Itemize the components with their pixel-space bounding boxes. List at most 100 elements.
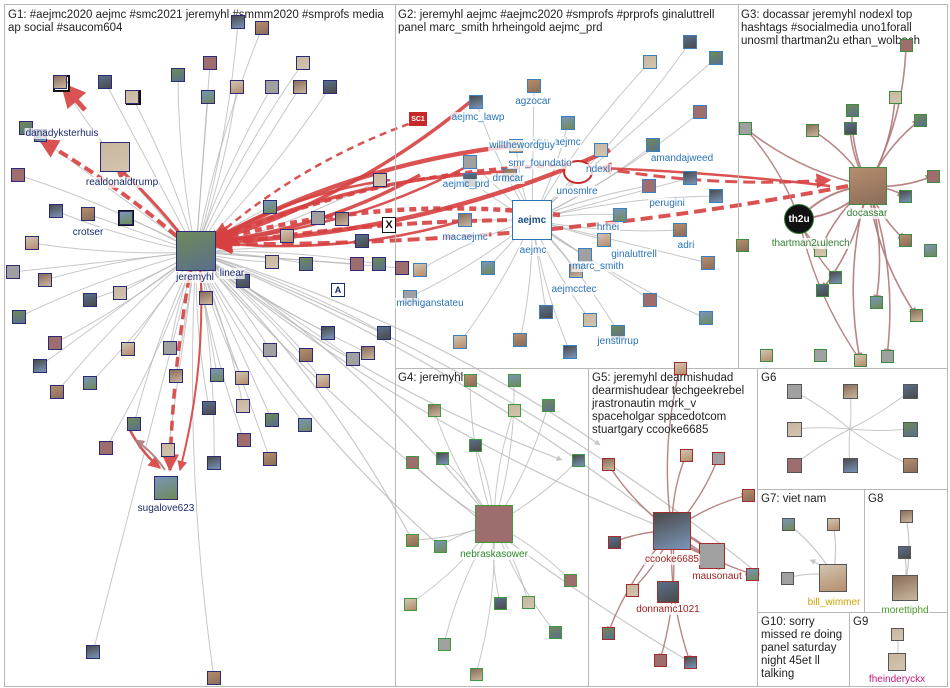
node-avatar[interactable] — [38, 273, 52, 287]
node-label-michiganstateu[interactable]: michiganstateu — [395, 298, 465, 309]
node-avatar[interactable] — [683, 35, 697, 49]
node-avatar[interactable] — [578, 248, 592, 262]
node-avatar[interactable] — [642, 179, 656, 193]
node-avatar[interactable] — [826, 517, 840, 531]
node-avatar[interactable] — [709, 189, 723, 203]
node-avatar[interactable] — [843, 121, 857, 135]
node-avatar[interactable] — [541, 398, 555, 412]
node-avatar[interactable] — [299, 348, 313, 362]
node-label-hrheingold[interactable]: hrhei — [595, 222, 621, 233]
node-label-aejmc[interactable]: aejmc — [518, 245, 548, 256]
node-avatar[interactable] — [453, 335, 467, 349]
node-label-aejmc-prd[interactable]: aejmc_prd — [441, 179, 491, 190]
node-avatar[interactable] — [613, 208, 627, 222]
node-label-ccooke6685[interactable]: ccooke6685 — [644, 554, 700, 565]
node-avatar[interactable] — [741, 488, 755, 502]
node-avatar[interactable] — [571, 453, 585, 467]
node-avatar[interactable] — [853, 353, 867, 367]
node-avatar[interactable] — [355, 234, 369, 248]
node-avatar[interactable] — [759, 348, 773, 362]
node-avatar[interactable] — [230, 80, 244, 94]
node-avatar[interactable] — [395, 261, 409, 275]
node-avatar[interactable] — [361, 346, 375, 360]
node-label-donnamc1021[interactable]: donnamc1021 — [635, 604, 701, 615]
node-avatar[interactable] — [433, 539, 447, 553]
node-avatar[interactable] — [923, 243, 937, 257]
node-avatar[interactable] — [561, 116, 575, 130]
node-avatar[interactable] — [263, 200, 277, 214]
node-label-smr-foundation[interactable]: smr_foundatio — [507, 158, 573, 169]
node-avatar[interactable] — [236, 399, 250, 413]
node-avatar[interactable] — [316, 374, 330, 388]
node-avatar[interactable] — [202, 401, 216, 415]
node-avatar[interactable] — [597, 233, 611, 247]
node-avatar[interactable] — [786, 421, 802, 437]
node-avatar[interactable] — [163, 341, 177, 355]
node-avatar[interactable] — [53, 75, 67, 89]
node-avatar[interactable] — [643, 55, 657, 69]
node-avatar[interactable] — [683, 171, 697, 185]
node-label-macaejmc[interactable]: macaejmc — [441, 232, 489, 243]
node-avatar[interactable] — [203, 56, 217, 70]
node-label-agzocar[interactable]: agzocar — [514, 96, 552, 107]
node-avatar[interactable] — [413, 263, 427, 277]
node-avatar[interactable] — [171, 68, 185, 82]
node-avatar[interactable] — [880, 349, 894, 363]
node-avatar[interactable] — [563, 345, 577, 359]
node-avatar[interactable] — [699, 311, 713, 325]
x-logo-node[interactable]: X — [382, 217, 396, 233]
node-avatar[interactable] — [263, 452, 277, 466]
node-avatar[interactable] — [897, 545, 911, 559]
node-avatar[interactable] — [296, 56, 310, 70]
node-avatar[interactable] — [49, 204, 63, 218]
node-label-linear[interactable]: linear — [218, 268, 246, 279]
a-logo-node[interactable]: A — [331, 283, 345, 297]
node-avatar[interactable] — [909, 308, 923, 322]
node-avatar[interactable] — [888, 90, 902, 104]
fheinderyckx-node[interactable] — [888, 653, 906, 671]
node-avatar[interactable] — [463, 155, 477, 169]
node-label-jenstirrup[interactable]: jenstirrup — [596, 336, 640, 347]
node-avatar[interactable] — [890, 627, 904, 641]
node-avatar[interactable] — [83, 293, 97, 307]
node-label-marc-smith[interactable]: marc_smith — [571, 261, 625, 272]
node-avatar[interactable] — [513, 333, 527, 347]
node-label-amandajweed[interactable]: amandajweed — [649, 153, 715, 164]
node-avatar[interactable] — [199, 291, 213, 305]
morettiphd-node[interactable] — [892, 575, 918, 601]
node-avatar[interactable] — [263, 343, 277, 357]
node-avatar[interactable] — [735, 238, 749, 252]
node-avatar[interactable] — [481, 261, 495, 275]
node-avatar[interactable] — [237, 433, 251, 447]
node-avatar[interactable] — [235, 371, 249, 385]
node-avatar[interactable] — [899, 509, 913, 523]
node-avatar[interactable] — [869, 295, 883, 309]
node-avatar[interactable] — [405, 455, 419, 469]
node-avatar[interactable] — [781, 517, 795, 531]
node-label-nebraskasower[interactable]: nebraskasower — [459, 549, 529, 560]
node-label-ginaluttrell[interactable]: ginaluttrell — [610, 249, 658, 260]
node-avatar[interactable] — [493, 596, 507, 610]
node-avatar[interactable] — [926, 169, 940, 183]
node-avatar[interactable] — [845, 103, 859, 117]
node-avatar[interactable] — [280, 229, 294, 243]
node-label-csw-aejmc[interactable]: csw_aejmc — [530, 137, 582, 148]
node-avatar[interactable] — [48, 336, 62, 350]
node-avatar[interactable] — [898, 233, 912, 247]
node-avatar[interactable] — [403, 597, 417, 611]
docassar-hub-node[interactable] — [849, 167, 887, 205]
node-avatar[interactable] — [902, 421, 918, 437]
nebraskasower-hub-node[interactable] — [475, 505, 513, 543]
node-avatar[interactable] — [321, 326, 335, 340]
node-avatar[interactable] — [693, 105, 707, 119]
aejmc-logo-node[interactable]: aejmc — [512, 200, 552, 240]
node-avatar[interactable] — [611, 325, 625, 339]
node-avatar[interactable] — [299, 257, 313, 271]
node-avatar[interactable] — [50, 385, 64, 399]
node-avatar[interactable] — [842, 457, 858, 473]
node-avatar[interactable] — [98, 75, 112, 89]
node-avatar[interactable] — [255, 21, 269, 35]
node-avatar[interactable] — [81, 207, 95, 221]
node-avatar[interactable] — [673, 361, 687, 375]
node-label-ndexl[interactable]: ndexl — [585, 164, 611, 175]
